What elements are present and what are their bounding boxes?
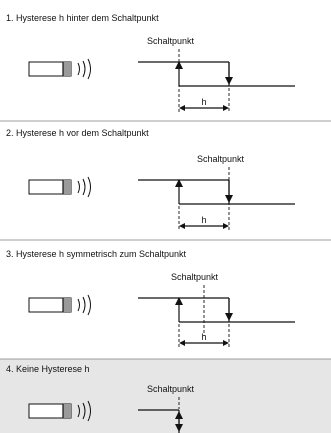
signal-waves-icon (77, 294, 91, 316)
hysteresis-dimension (179, 105, 229, 111)
hysteresis-dimension (179, 223, 229, 229)
switching-curve (138, 297, 295, 323)
section-3: Schaltpunkt h (28, 272, 295, 348)
switching-curve (138, 61, 295, 87)
switching-curve (138, 179, 295, 205)
switch-off-arrow (175, 424, 183, 432)
proximity-sensor-icon (28, 179, 72, 195)
hysteresis-label: h (201, 332, 206, 342)
section-4-title: 4. Keine Hysterese h (6, 364, 90, 374)
proximity-sensor-icon (28, 61, 72, 77)
section-1-title: 1. Hysterese h hinter dem Schaltpunkt (6, 13, 159, 23)
switch-on-arrow (175, 61, 183, 86)
switchpoint-label: Schaltpunkt (147, 36, 195, 46)
proximity-sensor-icon (28, 297, 72, 313)
switch-off-arrow (225, 62, 233, 85)
hysteresis-label: h (201, 97, 206, 107)
switch-off-arrow (225, 298, 233, 321)
proximity-sensor-icon (28, 403, 72, 419)
signal-waves-icon (77, 400, 91, 422)
switchpoint-label: Schaltpunkt (197, 154, 245, 164)
hysteresis-dimension (179, 340, 229, 346)
switch-on-arrow (175, 179, 183, 204)
section-2-title: 2. Hysterese h vor dem Schaltpunkt (6, 128, 149, 138)
hysteresis-label: h (201, 215, 206, 225)
switch-on-arrow (175, 411, 183, 425)
signal-waves-icon (77, 176, 91, 198)
switchpoint-label: Schaltpunkt (147, 384, 195, 394)
section-3-title: 3. Hysterese h symmetrisch zum Schaltpun… (6, 249, 187, 259)
switch-off-arrow (225, 180, 233, 203)
section-1: Schaltpunkt h (28, 36, 295, 113)
switchpoint-label: Schaltpunkt (171, 272, 219, 282)
section-4-background (0, 359, 331, 433)
signal-waves-icon (77, 58, 91, 80)
section-2: Schaltpunkt h (28, 154, 295, 230)
section-4: Schaltpunkt (28, 384, 195, 433)
switch-on-arrow (175, 297, 183, 322)
